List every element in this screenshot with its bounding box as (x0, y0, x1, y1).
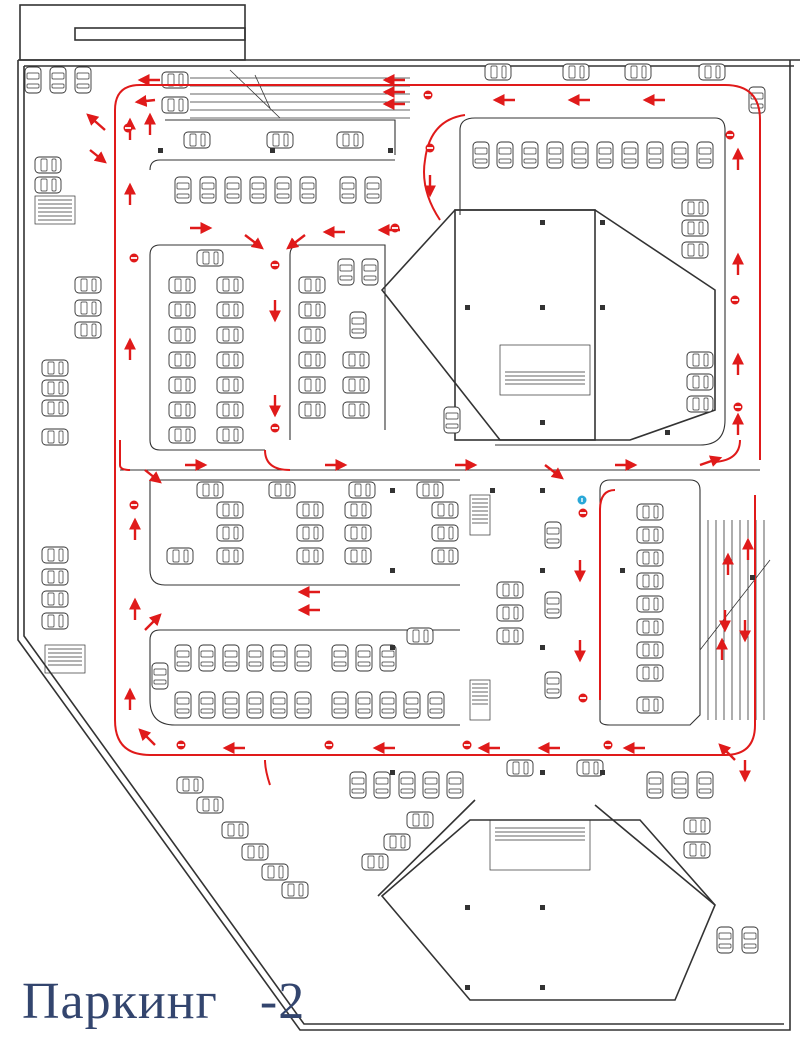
building-outline (17, 4, 800, 1031)
ramp-right (699, 520, 771, 720)
staircase-icon (34, 195, 591, 871)
lane-boundaries (120, 117, 760, 726)
ramp-top (190, 69, 410, 119)
structural-columns (158, 148, 755, 990)
info-marker-icon (577, 495, 587, 505)
page-title: Паркинг -2 (22, 973, 306, 1030)
